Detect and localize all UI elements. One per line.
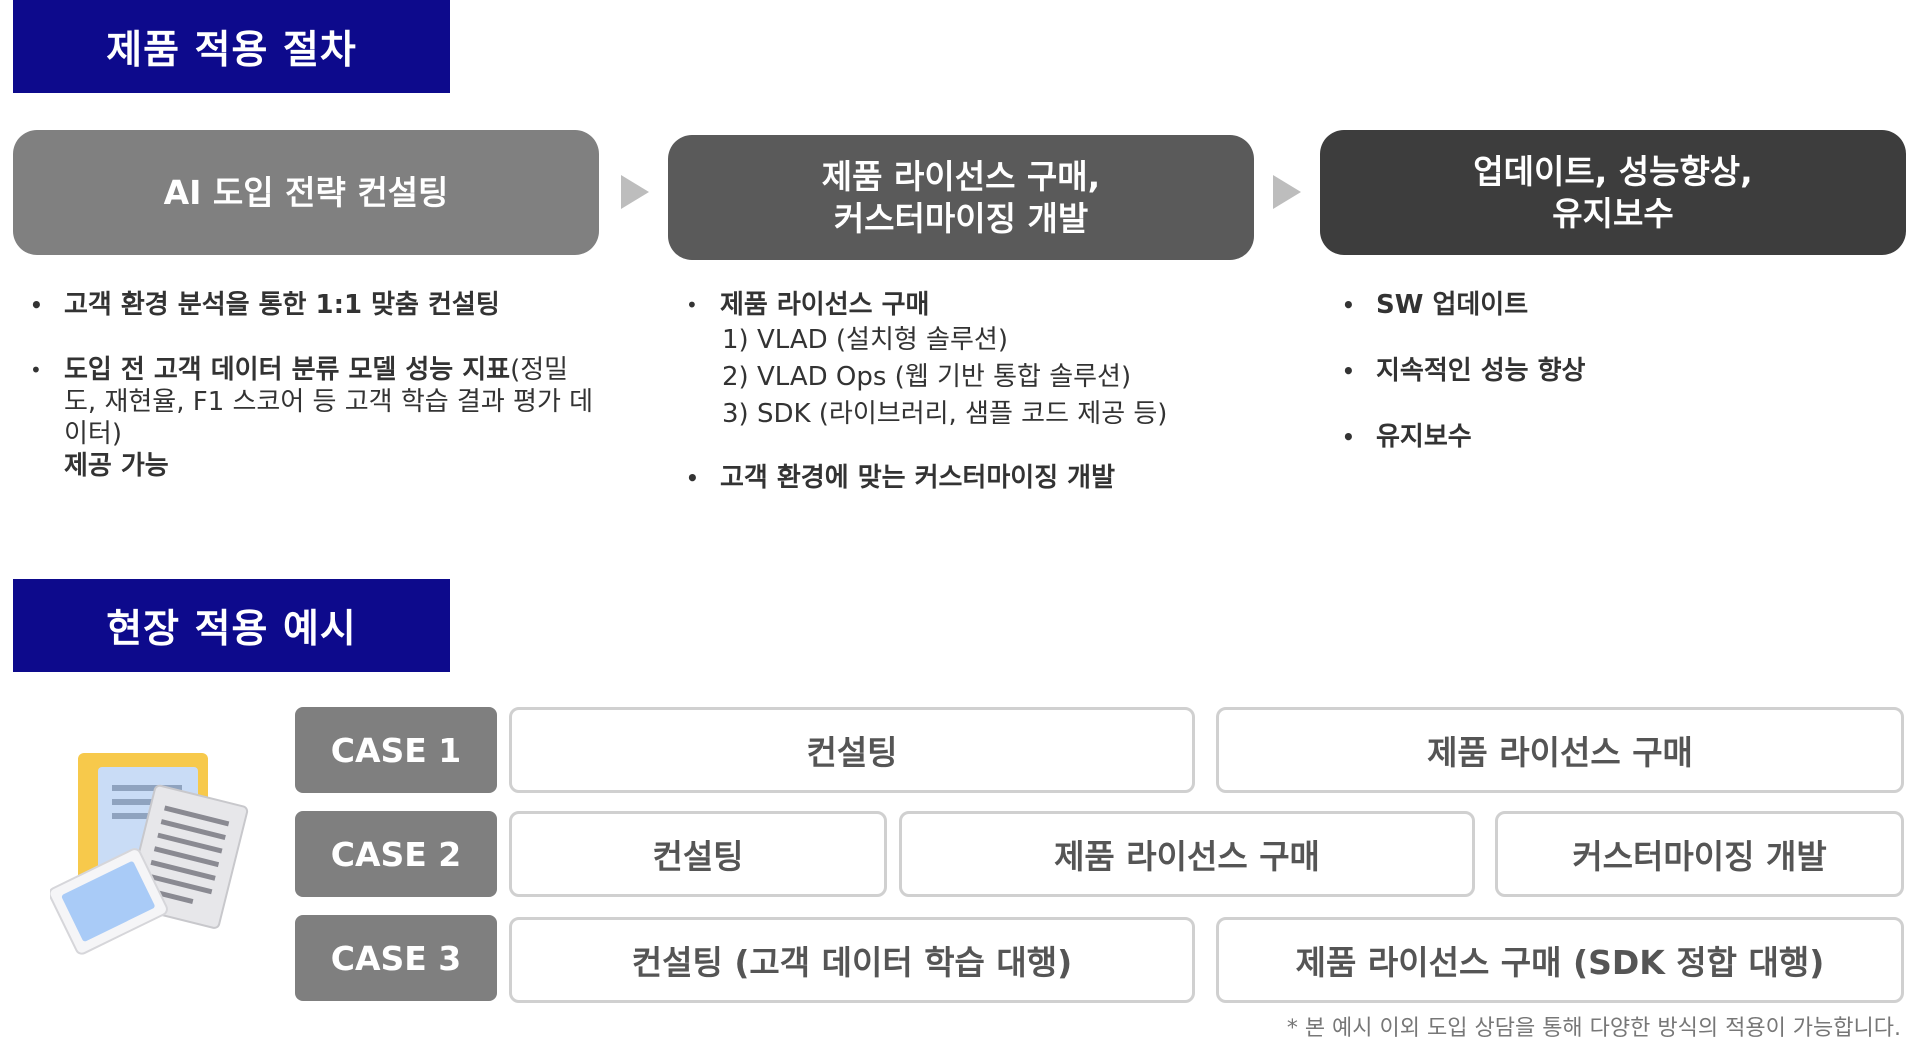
case-2-customizing: 커스터마이징 개발 xyxy=(1495,811,1904,897)
bullet-text: 고객 환경 분석을 통한 1:1 맞춤 컨설팅 xyxy=(64,290,500,320)
consulting-bullets: 고객 환경 분석을 통한 1:1 맞춤 컨설팅 도입 전 고객 데이터 분류 모… xyxy=(30,288,600,514)
case-1-consulting: 컨설팅 xyxy=(509,707,1195,793)
case-3-consulting: 컨설팅 (고객 데이터 학습 대행) xyxy=(509,917,1195,1003)
bullet-text: 유지보수 xyxy=(1376,422,1472,452)
bullet-text-end: 제공 가능 xyxy=(64,451,169,481)
case-2-label: CASE 2 xyxy=(295,811,497,897)
arrow-right-icon xyxy=(1273,175,1301,209)
bullet-text-normal: (정밀도, 재현율, F1 스코어 등 고객 학습 결과 평가 데이터) xyxy=(64,355,594,449)
documents-icon xyxy=(48,745,250,955)
case-1-license: 제품 라이선스 구매 xyxy=(1216,707,1904,793)
list-item: SW 업데이트 xyxy=(1342,288,1902,322)
license-bullets: 제품 라이선스 구매 1) VLAD (설치형 솔루션) 2) VLAD Ops… xyxy=(686,288,1256,527)
step-maintenance: 업데이트, 성능향상, 유지보수 xyxy=(1320,130,1906,255)
list-item: 고객 환경 분석을 통한 1:1 맞춤 컨설팅 xyxy=(30,288,600,322)
bullet-text-bold: 도입 전 고객 데이터 분류 모델 성능 지표 xyxy=(64,355,511,385)
list-item: 제품 라이선스 구매 1) VLAD (설치형 솔루션) 2) VLAD Ops… xyxy=(686,288,1256,433)
step-consulting-label: AI 도입 전략 컨설팅 xyxy=(163,172,449,212)
step-maintenance-line2: 유지보수 xyxy=(1552,193,1674,233)
list-item: 고객 환경에 맞는 커스터마이징 개발 xyxy=(686,461,1256,495)
footnote: * 본 예시 이외 도입 상담을 통해 다양한 방식의 적용이 가능합니다. xyxy=(1286,1016,1901,1041)
case-2-consulting: 컨설팅 xyxy=(509,811,887,897)
arrow-right-icon xyxy=(621,175,649,209)
step-license-line1: 제품 라이선스 구매, xyxy=(821,156,1101,196)
list-item: 유지보수 xyxy=(1342,420,1902,454)
list-item: 지속적인 성능 향상 xyxy=(1342,354,1902,388)
step-license-line2: 커스터마이징 개발 xyxy=(833,198,1089,238)
case-3-license: 제품 라이선스 구매 (SDK 정합 대행) xyxy=(1216,917,1904,1003)
case-1-label: CASE 1 xyxy=(295,707,497,793)
maintenance-bullets: SW 업데이트 지속적인 성능 향상 유지보수 xyxy=(1342,288,1902,486)
bullet-text: 제품 라이선스 구매 xyxy=(720,290,930,320)
sub-item: 3) SDK (라이브러리, 샘플 코드 제공 등) xyxy=(722,399,1168,429)
section-title-examples: 현장 적용 예시 xyxy=(13,579,450,672)
bullet-text: SW 업데이트 xyxy=(1376,290,1529,320)
step-maintenance-line1: 업데이트, 성능향상, xyxy=(1473,151,1753,191)
step-license: 제품 라이선스 구매, 커스터마이징 개발 xyxy=(668,135,1254,260)
bullet-text: 지속적인 성능 향상 xyxy=(1376,356,1586,386)
sub-item: 1) VLAD (설치형 솔루션) xyxy=(722,325,1008,355)
step-consulting: AI 도입 전략 컨설팅 xyxy=(13,130,599,255)
bullet-text: 고객 환경에 맞는 커스터마이징 개발 xyxy=(720,463,1116,493)
case-3-label: CASE 3 xyxy=(295,915,497,1001)
sub-item: 2) VLAD Ops (웹 기반 통합 솔루션) xyxy=(722,362,1132,392)
case-2-license: 제품 라이선스 구매 xyxy=(899,811,1475,897)
section-title-procedure: 제품 적용 절차 xyxy=(13,0,450,93)
list-item: 도입 전 고객 데이터 분류 모델 성능 지표(정밀도, 재현율, F1 스코어… xyxy=(30,354,600,482)
